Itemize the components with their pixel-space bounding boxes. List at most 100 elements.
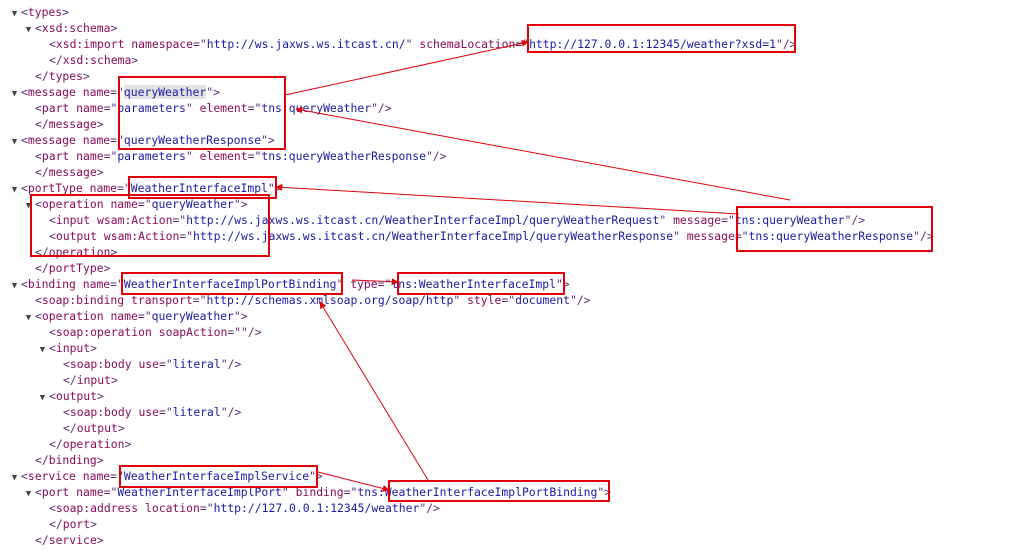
xml-line: ▼<service name="WeatherInterfaceImplServ… [8, 468, 323, 484]
xml-punctuation: "> [309, 469, 323, 483]
xml-punctuation: =" [159, 405, 173, 419]
xml-attr-name: namespace [131, 37, 194, 51]
xml-punctuation: =" [103, 149, 118, 163]
xml-punctuation: "/> [569, 293, 591, 307]
xml-attr-name: name [76, 101, 104, 115]
triangle-down-icon[interactable]: ▼ [25, 201, 32, 211]
xml-punctuation: "> [555, 277, 570, 291]
xml-punctuation: < [49, 325, 56, 339]
xml-punctuation: =" [103, 101, 118, 115]
xml-punctuation: =" [110, 469, 124, 483]
triangle-down-icon[interactable]: ▼ [39, 345, 46, 355]
xml-tag-name: input [76, 373, 112, 387]
xml-punctuation: < [49, 501, 56, 515]
triangle-down-icon[interactable]: ▼ [11, 137, 18, 147]
xml-punctuation: > [90, 517, 98, 531]
xml-punctuation: > [83, 69, 90, 83]
xml-punctuation: > [111, 373, 118, 387]
xml-attr-name: name [89, 181, 118, 195]
xml-punctuation: < [49, 341, 56, 355]
xml-punctuation: </ [49, 437, 63, 451]
xml-attr-name: transport [131, 293, 193, 307]
triangle-down-icon[interactable]: ▼ [11, 473, 18, 483]
xml-line: <part name="parameters" element="tns:que… [22, 100, 392, 116]
xml-tag-name: part [41, 101, 70, 115]
xml-line: ▼<message name="queryWeather"> [8, 84, 220, 100]
xml-punctuation [83, 181, 90, 195]
xml-punctuation [97, 229, 104, 243]
xml-line: ▼<binding name="WeatherInterfaceImplPort… [8, 276, 570, 292]
triangle-down-icon[interactable]: ▼ [11, 281, 18, 291]
xml-punctuation: > [110, 245, 118, 259]
xml-punctuation: "> [267, 181, 282, 195]
xml-attr-name: name [76, 485, 104, 499]
xml-punctuation [90, 213, 97, 227]
xml-line: ▼<input> [36, 340, 97, 356]
xml-punctuation: " [453, 293, 468, 307]
xml-line: ▼<xsd:schema> [22, 20, 118, 36]
xml-punctuation [76, 85, 83, 99]
xml-attr-value: http://schemas.xmlsoap.org/soap/http [206, 293, 454, 307]
triangle-down-icon[interactable]: ▼ [25, 489, 32, 499]
xml-line: <soap:address location="http://127.0.0.1… [36, 500, 440, 516]
xml-line: <soap:body use="literal"/> [50, 404, 241, 420]
xml-tag-name: operation [41, 309, 104, 323]
xml-tag-name: output [55, 229, 98, 243]
triangle-down-icon[interactable]: ▼ [25, 25, 32, 35]
xml-attr-value: tns:queryWeather [261, 101, 372, 115]
xml-attr-name: name [82, 469, 111, 483]
xml-punctuation: < [49, 37, 56, 51]
triangle-down-icon[interactable]: ▼ [39, 393, 46, 403]
xml-punctuation: < [21, 181, 28, 195]
triangle-down-icon[interactable]: ▼ [11, 185, 18, 195]
xml-line: </types> [22, 68, 90, 84]
xml-attr-name: wsam:Action [103, 229, 180, 243]
xml-punctuation: > [131, 53, 139, 67]
xml-punctuation: =" [515, 37, 530, 51]
xml-tag-name: xsd:import [55, 37, 125, 51]
xml-line: <output wsam:Action="http://ws.jaxws.ws.… [36, 228, 934, 244]
xml-tag-name: part [41, 149, 70, 163]
xml-tag-name: message [48, 117, 97, 131]
triangle-down-icon[interactable]: ▼ [25, 313, 32, 323]
xml-attr-value: tns:WeatherInterfaceImplPortBinding [357, 485, 598, 499]
xml-punctuation: =" [110, 277, 124, 291]
xml-punctuation: < [63, 357, 70, 371]
xml-punctuation: > [62, 5, 70, 19]
triangle-down-icon[interactable]: ▼ [11, 89, 18, 99]
xml-tag-name: input [55, 341, 91, 355]
xml-punctuation: </ [35, 245, 49, 259]
xml-punctuation: </ [63, 373, 77, 387]
xml-punctuation: < [35, 293, 42, 307]
xml-attr-value: WeatherInterfaceImplService [123, 469, 310, 483]
xml-attr-name: schemaLocation [419, 37, 516, 51]
xml-line: </message> [22, 164, 104, 180]
xml-line: <part name="parameters" element="tns:que… [22, 148, 447, 164]
xml-punctuation: < [49, 229, 56, 243]
xml-punctuation: </ [35, 261, 49, 275]
xml-punctuation: =" [501, 293, 516, 307]
xml-tag-name: message [27, 85, 76, 99]
xml-punctuation: < [21, 5, 28, 19]
xml-line: ▼<operation name="queryWeather"> [22, 196, 248, 212]
xml-attr-name: element [199, 149, 248, 163]
xml-attr-name: message [673, 213, 722, 227]
xml-punctuation: < [63, 405, 70, 419]
xml-punctuation: " [185, 101, 200, 115]
xml-punctuation: < [35, 21, 42, 35]
xml-tag-name: port [41, 485, 70, 499]
xml-tag-name: binding [48, 453, 97, 467]
xml-punctuation: "/> [419, 501, 440, 515]
xml-punctuation: < [21, 277, 28, 291]
xml-punctuation: > [97, 389, 104, 403]
triangle-down-icon[interactable]: ▼ [11, 9, 18, 19]
xml-line: ▼<output> [36, 388, 104, 404]
xml-punctuation: =" [343, 485, 358, 499]
xml-attr-name: use [138, 357, 160, 371]
xml-attr-value: literal [172, 405, 221, 419]
xml-attr-value: tns:WeatherInterfaceImpl [391, 277, 556, 291]
xml-punctuation [138, 501, 145, 515]
xml-tag-name: soap:operation [55, 325, 152, 339]
xml-punctuation: < [35, 149, 42, 163]
xml-line: </operation> [22, 244, 117, 260]
